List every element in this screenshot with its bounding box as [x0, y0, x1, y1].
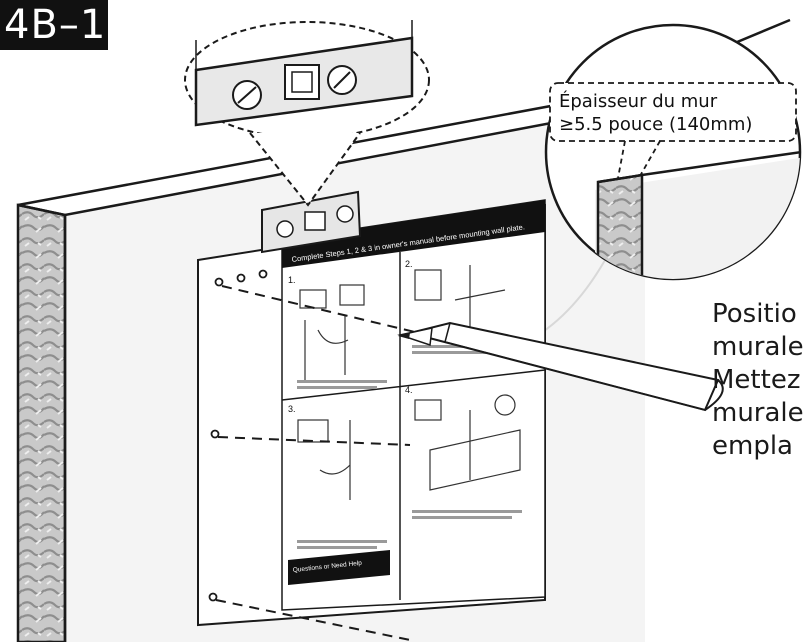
mounting-holes — [208, 269, 268, 602]
pencil — [397, 321, 724, 412]
template-footer-bar — [288, 550, 390, 585]
wall-thickness-value: ≥5.5 pouce (140mm) — [559, 114, 753, 135]
template-step-3: 3. — [288, 404, 296, 414]
template-header-bar — [282, 200, 545, 268]
wall-thickness-label: Épaisseur du mur ≥5.5 pouce (140mm) — [559, 90, 794, 136]
instruction-line-2: murale — [712, 332, 804, 362]
step-badge: 4B–1 — [0, 0, 108, 50]
wall-cut-edge — [16, 203, 67, 642]
wall-plate-template: Complete Steps 1, 2 & 3 in owner's manua… — [197, 199, 546, 627]
template-step-1: 1. — [288, 275, 296, 285]
wall-thickness-title: Épaisseur du mur — [559, 91, 718, 112]
instruction-line-5: empla — [712, 431, 793, 461]
level-zoom-callout — [184, 20, 430, 207]
instruction-line-4: murale — [712, 398, 804, 428]
instruction-line-3: Mettez — [712, 365, 801, 395]
template-step-2: 2. — [405, 259, 413, 269]
instruction-text: Positio murale Mettez murale empla — [712, 298, 809, 463]
drill-guide-lines — [215, 285, 416, 641]
wall-thickness-zoom — [544, 23, 802, 281]
template-step-4: 4. — [405, 385, 413, 395]
instruction-line-1: Positio — [712, 299, 797, 329]
spirit-level — [261, 190, 362, 254]
